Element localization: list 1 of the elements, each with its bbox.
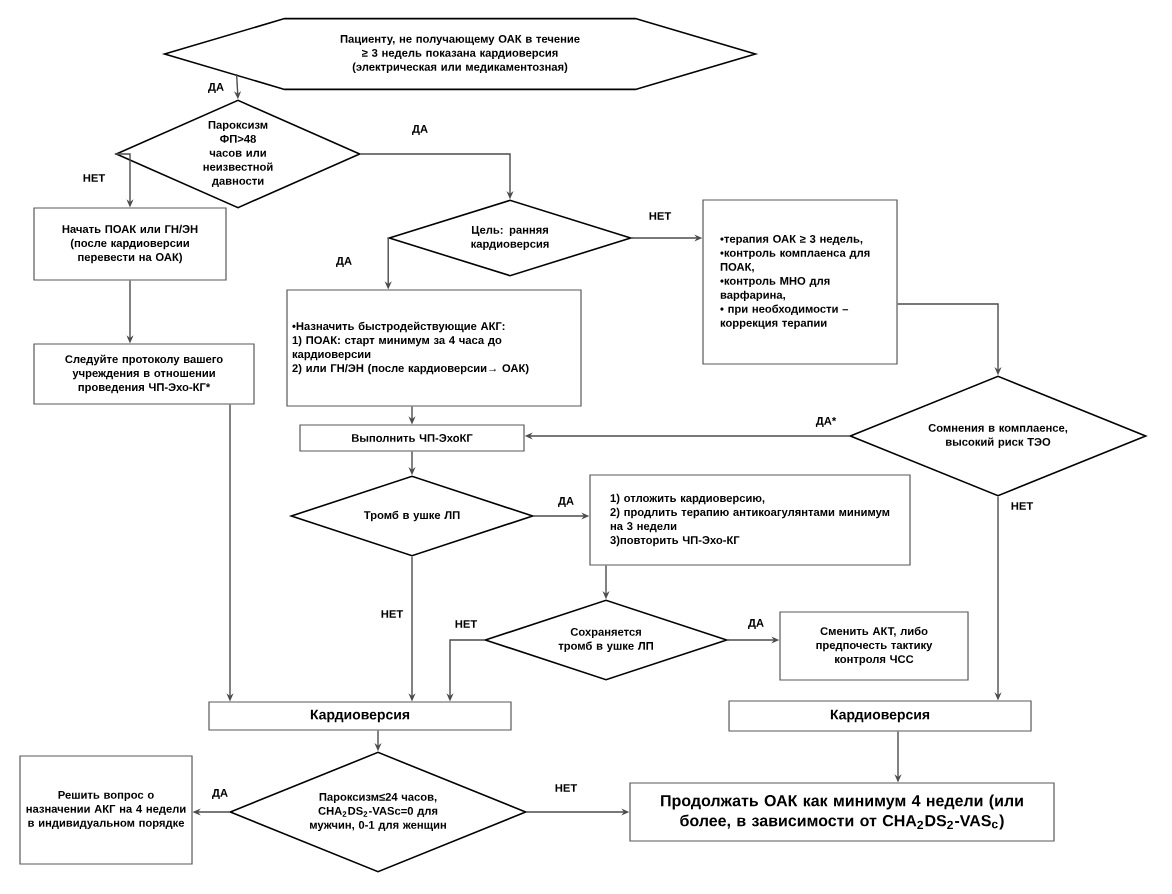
process-box: Продолжать ОАК как минимум 4 недели (или более, в зависимости от CHA$_{2}$DS$_{2}$-VAS$_{c}$) xyxy=(629,782,1055,842)
